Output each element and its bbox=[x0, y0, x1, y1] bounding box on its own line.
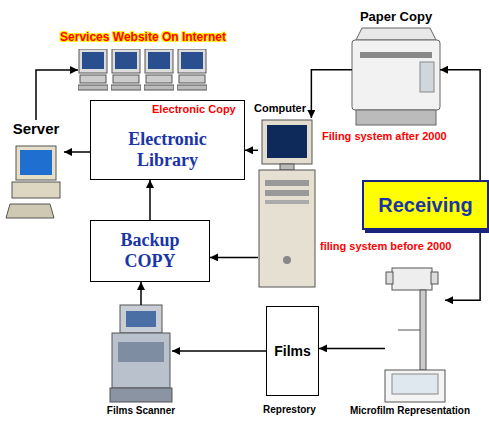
flow-arrow bbox=[172, 350, 266, 352]
microfilm-node: Microfilm Representation bbox=[385, 268, 445, 402]
flow-arrow bbox=[210, 257, 258, 259]
node-label: Films Scanner bbox=[107, 405, 175, 417]
film-scanner bbox=[110, 305, 172, 402]
receiving-box: Receiving bbox=[362, 180, 489, 230]
period-note: Filing system after 2000 bbox=[322, 130, 447, 142]
microfilm-camera bbox=[385, 268, 445, 402]
computer-node: Computer bbox=[258, 118, 316, 288]
films-box: Films bbox=[266, 306, 319, 396]
flow-arrow bbox=[245, 150, 258, 152]
backup-box: Backup COPY bbox=[90, 220, 210, 282]
server-computer bbox=[6, 146, 60, 218]
scanner-node: Films Scanner bbox=[110, 305, 172, 402]
flow-arrow bbox=[64, 151, 90, 153]
node-label: Services Website On Internet bbox=[60, 31, 226, 45]
edge-note: Electronic Copy bbox=[152, 103, 236, 115]
node-label: Receiving bbox=[378, 194, 472, 217]
node-label: Electronic Library bbox=[108, 129, 228, 170]
internet-computers: Services Website On Internet bbox=[78, 48, 208, 92]
server-node: Server bbox=[8, 120, 64, 222]
desktop-computer bbox=[259, 120, 315, 287]
flow-arrow bbox=[311, 70, 352, 118]
node-label: Microfilm Representation bbox=[350, 405, 470, 417]
printer bbox=[352, 28, 440, 125]
node-label: Backup COPY bbox=[105, 230, 195, 271]
flow-arrow bbox=[440, 70, 480, 180]
node-label: Computer bbox=[254, 102, 306, 115]
flow-arrow bbox=[149, 180, 151, 220]
flow-arrow bbox=[36, 70, 78, 120]
flow-arrow bbox=[140, 282, 142, 305]
node-label: Films bbox=[274, 343, 311, 359]
node-label: Server bbox=[8, 120, 64, 137]
part-label: Represtory bbox=[263, 404, 316, 415]
node-label: Paper Copy bbox=[360, 10, 432, 25]
printer-node: Paper Copy bbox=[352, 28, 440, 125]
period-note: filing system before 2000 bbox=[320, 240, 451, 252]
internet-computers bbox=[78, 49, 207, 90]
flow-arrow bbox=[319, 348, 385, 350]
